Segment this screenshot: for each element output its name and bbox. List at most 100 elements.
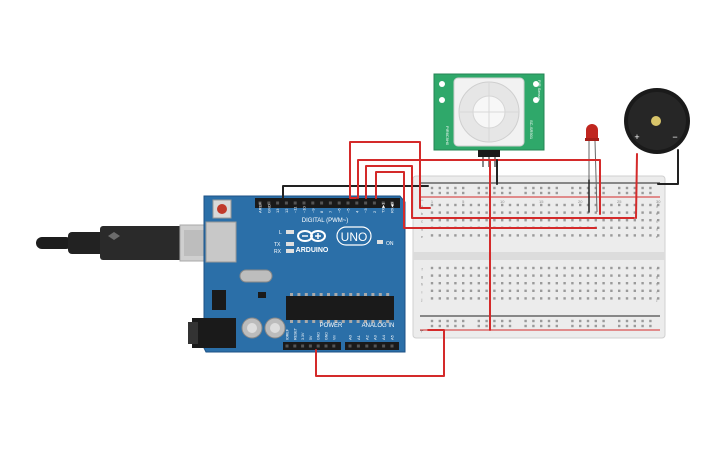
breadboard-hole[interactable] [547,203,551,207]
breadboard-hole[interactable] [579,282,582,285]
rail-hole[interactable] [594,319,597,323]
breadboard-hole[interactable] [454,297,457,300]
breadboard-hole[interactable] [649,282,652,285]
rail-hole[interactable] [501,319,504,323]
breadboard-hole[interactable] [625,289,629,292]
breadboard-hole[interactable] [555,234,558,237]
breadboard-hole[interactable] [462,282,465,285]
rail-hole[interactable] [649,191,652,195]
breadboard-hole[interactable] [579,297,582,300]
breadboard-hole[interactable] [477,297,480,300]
breadboard-hole[interactable] [540,297,543,300]
digital-pin[interactable] [337,201,341,205]
breadboard-hole[interactable] [594,211,597,214]
breadboard-hole[interactable] [438,203,441,207]
breadboard-hole[interactable] [516,203,519,207]
breadboard-hole[interactable] [540,211,543,214]
breadboard-hole[interactable] [485,266,488,270]
breadboard-hole[interactable] [571,219,574,222]
rail-hole[interactable] [579,186,582,190]
rail-hole[interactable] [579,319,582,323]
rail-hole[interactable] [625,324,629,328]
breadboard-hole[interactable] [532,297,535,300]
analog-pin[interactable] [382,344,386,348]
breadboard-hole[interactable] [454,219,457,222]
breadboard-hole[interactable] [501,266,504,270]
breadboard-hole[interactable] [555,266,558,270]
breadboard-hole[interactable] [649,289,652,292]
rail-hole[interactable] [454,186,457,190]
breadboard-hole[interactable] [555,274,558,277]
rail-hole[interactable] [547,191,551,195]
breadboard-hole[interactable] [501,282,504,285]
breadboard-hole[interactable] [446,297,449,300]
breadboard-hole[interactable] [446,289,449,292]
breadboard-hole[interactable] [516,234,519,237]
breadboard-hole[interactable] [493,282,496,285]
breadboard-hole[interactable] [532,282,535,285]
rail-hole[interactable] [485,324,488,328]
rail-hole[interactable] [649,319,652,323]
breadboard-hole[interactable] [625,219,629,222]
breadboard-hole[interactable] [532,211,535,214]
breadboard-hole[interactable] [563,234,566,237]
rail-hole[interactable] [618,319,621,323]
breadboard-hole[interactable] [555,289,558,292]
breadboard-hole[interactable] [540,289,543,292]
breadboard-hole[interactable] [563,211,566,214]
breadboard-hole[interactable] [586,211,590,214]
breadboard-hole[interactable] [508,219,512,222]
breadboard-hole[interactable] [633,297,636,300]
digital-pin[interactable] [390,201,394,205]
breadboard-hole[interactable] [602,234,605,237]
rail-hole[interactable] [633,324,636,328]
breadboard-hole[interactable] [547,234,551,237]
rail-hole[interactable] [618,324,621,328]
rail-hole[interactable] [618,191,621,195]
breadboard-hole[interactable] [493,274,496,277]
breadboard-hole[interactable] [508,203,512,207]
breadboard-hole[interactable] [657,203,660,207]
analog-pin[interactable] [373,344,377,348]
digital-pin[interactable] [346,201,350,205]
breadboard-hole[interactable] [524,289,527,292]
breadboard-hole[interactable] [516,297,519,300]
breadboard-hole[interactable] [625,234,629,237]
breadboard-hole[interactable] [594,266,597,270]
breadboard-hole[interactable] [485,297,488,300]
breadboard-hole[interactable] [446,203,449,207]
breadboard-hole[interactable] [532,289,535,292]
breadboard-hole[interactable] [579,203,582,207]
breadboard-hole[interactable] [618,226,621,229]
rail-hole[interactable] [462,186,465,190]
rail-hole[interactable] [493,191,496,195]
breadboard-hole[interactable] [633,234,636,237]
breadboard-hole[interactable] [430,274,434,277]
breadboard-hole[interactable] [563,289,566,292]
breadboard-hole[interactable] [579,219,582,222]
breadboard-hole[interactable] [477,274,480,277]
breadboard-hole[interactable] [516,274,519,277]
rail-hole[interactable] [430,186,434,190]
breadboard-hole[interactable] [532,203,535,207]
breadboard-hole[interactable] [462,234,465,237]
breadboard-hole[interactable] [618,203,621,207]
breadboard-hole[interactable] [610,211,613,214]
breadboard-hole[interactable] [657,289,660,292]
rail-hole[interactable] [454,191,457,195]
breadboard-hole[interactable] [462,297,465,300]
rail-hole[interactable] [602,324,605,328]
breadboard-hole[interactable] [532,274,535,277]
breadboard-hole[interactable] [618,266,621,270]
rail-hole[interactable] [649,186,652,190]
rail-hole[interactable] [508,319,512,323]
digital-pin[interactable] [372,201,376,205]
breadboard-hole[interactable] [657,219,660,222]
rail-hole[interactable] [618,186,621,190]
power-pin[interactable] [285,344,289,348]
breadboard-hole[interactable] [571,234,574,237]
analog-pin[interactable] [365,344,369,348]
breadboard-hole[interactable] [469,289,473,292]
breadboard-hole[interactable] [555,219,558,222]
breadboard-hole[interactable] [508,297,512,300]
